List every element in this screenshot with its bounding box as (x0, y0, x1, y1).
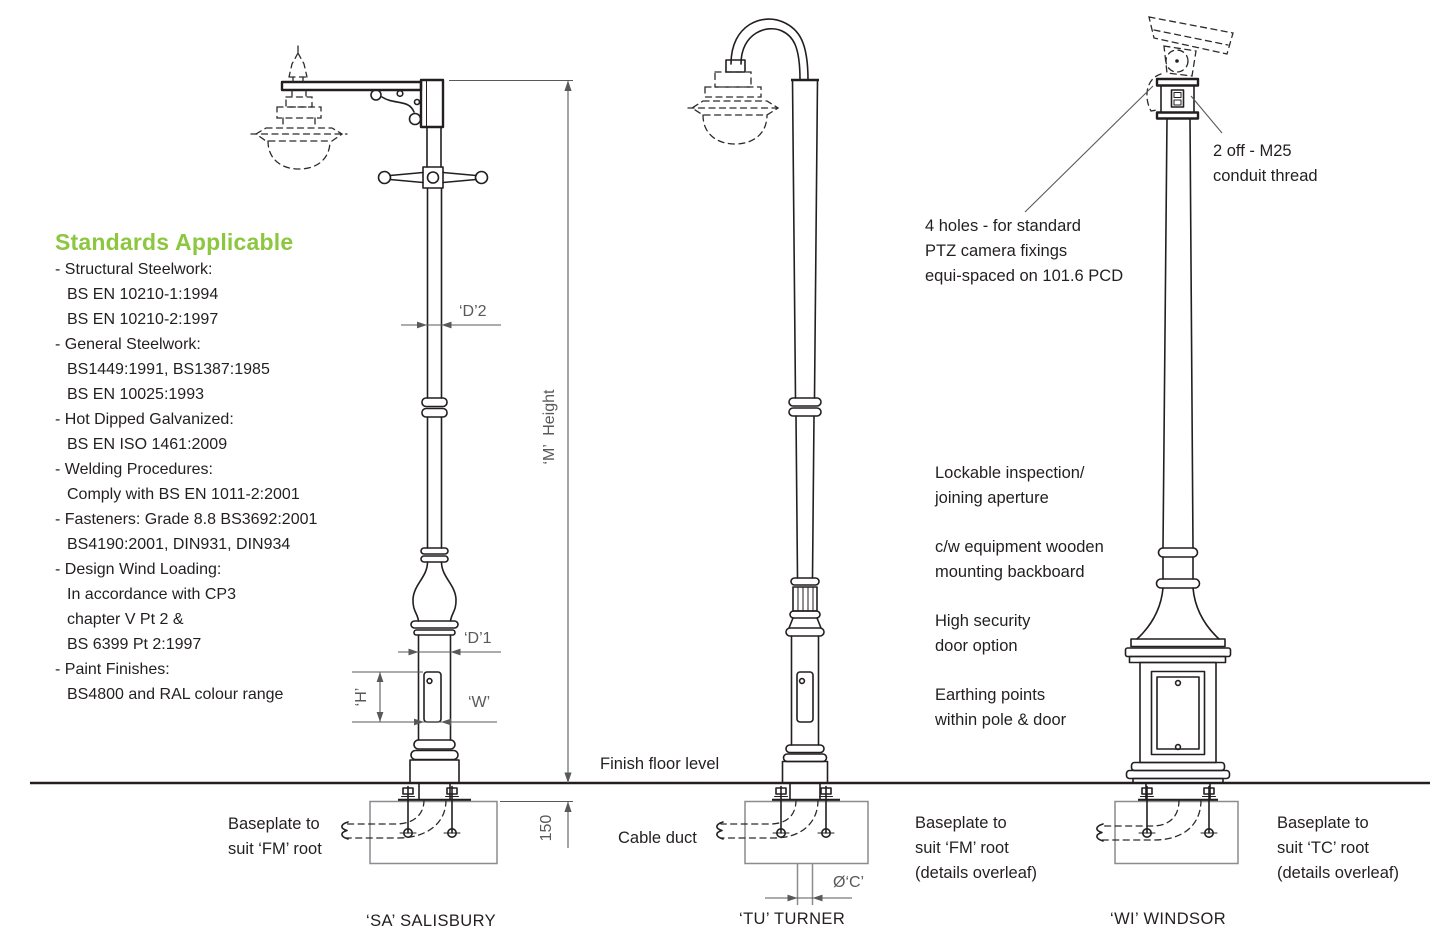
turner-dimensions (765, 894, 852, 902)
backboard-note: c/w equipment wooden mounting backboard (935, 538, 1104, 581)
salisbury-column-drawing (250, 45, 498, 865)
standards-line: BS EN 10210-2:1997 (67, 311, 219, 328)
duct-break-symbol (341, 821, 349, 840)
windsor-foundation (1114, 800, 1239, 865)
standards-heading: Standards Applicable (55, 229, 294, 255)
salisbury-dimensions (352, 79, 573, 848)
ptz-fixings-note: 4 holes - for standard PTZ camera fixing… (925, 217, 1124, 285)
fluted-joint (785, 577, 825, 637)
cable-duct-curve (720, 799, 819, 839)
standards-line: BS4190:2001, DIN931, DIN934 (67, 536, 291, 553)
turner-foundation (744, 800, 869, 865)
finish-floor-label: Finish floor level (600, 755, 720, 773)
standards-line: - Fasteners: Grade 8.8 BS3692:2001 (55, 511, 318, 528)
standards-line: - Structural Steelwork: (55, 261, 213, 278)
standards-line: - Design Wind Loading: (55, 561, 222, 578)
standards-line: BS1449:1991, BS1387:1985 (67, 361, 270, 378)
lockable-aperture-note: Lockable inspection/ joining aperture (935, 464, 1085, 507)
leader-conduit (1190, 95, 1223, 134)
turner-lantern (687, 71, 783, 145)
dim-label-150: 150 (538, 814, 555, 842)
conduit-thread-note: 2 off - M25 conduit thread (1213, 142, 1318, 185)
baseplate-note-salisbury: Baseplate to suit ‘FM’ root (228, 815, 322, 858)
standards-line: chapter V Pt 2 & (67, 611, 184, 628)
cable-duct-curve (1100, 799, 1202, 841)
cable-duct-curve (345, 799, 447, 839)
anchor-bolts (772, 785, 835, 838)
standards-list: - Structural Steelwork: BS EN 10210-1:19… (55, 257, 317, 707)
salisbury-door (423, 671, 442, 723)
leader-ptz-fixings (1024, 85, 1154, 213)
dim-label-m-height: ‘M’ Height (541, 389, 558, 465)
dim-label-d2: ‘D’2 (459, 303, 487, 320)
anchor-bolts (1138, 785, 1218, 838)
high-security-note: High security door option (935, 612, 1031, 655)
standards-line: - Hot Dipped Galvanized: (55, 411, 234, 428)
ptz-camera (1146, 16, 1234, 112)
standards-line: BS EN 10025:1993 (67, 386, 204, 403)
camera-mounting-cap (1155, 77, 1200, 120)
baseplate-note-windsor-left: Baseplate to suit ‘FM’ root (details ove… (915, 814, 1037, 882)
windsor-column-drawing (1024, 16, 1239, 865)
duct-break-symbol (1096, 823, 1104, 842)
earthing-points-note: Earthing points within pole & door (935, 686, 1067, 729)
standards-line: - Welding Procedures: (55, 461, 213, 478)
ladder-bar (377, 166, 489, 189)
standards-line: BS 6399 Pt 2:1997 (67, 636, 202, 653)
cable-duct-label: Cable duct (618, 829, 697, 847)
pole-name-windsor: ‘WI’ WINDSOR (1110, 910, 1227, 928)
salisbury-lantern (250, 89, 348, 170)
standards-line: BS4800 and RAL colour range (67, 686, 284, 703)
standards-line: - General Steelwork: (55, 336, 201, 353)
windsor-door (1150, 670, 1206, 756)
pole-name-salisbury: ‘SA’ SALISBURY (366, 912, 497, 930)
standards-line: - Paint Finishes: (55, 661, 170, 678)
dim-label-d1: ‘D’1 (464, 630, 492, 647)
duct-break-symbol (716, 821, 724, 840)
dim-label-w: ‘W’ (468, 694, 491, 711)
standards-line: BS EN ISO 1461:2009 (67, 436, 228, 453)
standards-line: BS EN 10210-1:1994 (67, 286, 219, 303)
dim-label-h: ‘H’ (353, 687, 370, 707)
turner-column-drawing (687, 18, 869, 905)
turner-door (796, 671, 814, 723)
lantern-finial (288, 45, 308, 83)
baseplate-note-windsor-right: Baseplate to suit ‘TC’ root (details ove… (1277, 814, 1399, 882)
dim-label-duct-dia: Ø‘C’ (833, 874, 865, 891)
anchor-bolts (399, 785, 461, 838)
salisbury-foundation (369, 800, 498, 865)
standards-line: Comply with BS EN 1011-2:2001 (67, 486, 300, 503)
pole-name-turner: ‘TU’ TURNER (739, 910, 846, 928)
standards-line: In accordance with CP3 (67, 586, 236, 603)
